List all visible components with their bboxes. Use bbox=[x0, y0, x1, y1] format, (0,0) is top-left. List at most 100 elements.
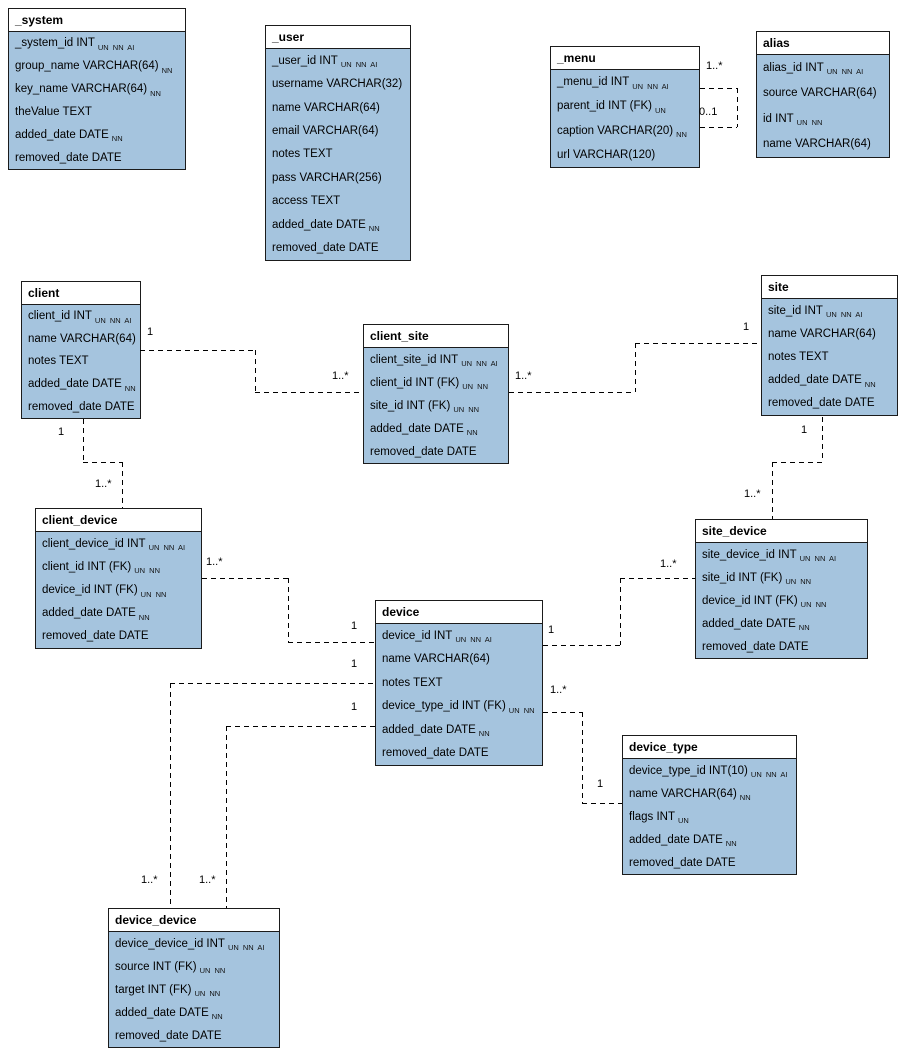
field-definition: client_site_id INT bbox=[370, 353, 459, 366]
relationship-line-device-device_device-a[interactable] bbox=[170, 683, 375, 684]
field-definition: device_type_id INT (FK) bbox=[382, 700, 506, 713]
relationship-line-device-device_type[interactable] bbox=[543, 712, 582, 713]
relationship-line-site-site_device[interactable] bbox=[772, 462, 822, 463]
field-definition: name VARCHAR(64) bbox=[28, 332, 136, 345]
field-flags: UN NN AI bbox=[750, 770, 788, 779]
field-definition: added_date DATE bbox=[28, 378, 122, 391]
cardinality-label: 1..* bbox=[706, 60, 723, 72]
cardinality-label: 1 bbox=[597, 778, 604, 790]
relationship-line-client-client_site[interactable] bbox=[255, 350, 256, 392]
field-definition: device_id INT (FK) bbox=[42, 584, 138, 596]
table-field: device_id INT (FK)UN NN bbox=[696, 589, 867, 612]
field-definition: name VARCHAR(64) bbox=[382, 653, 490, 666]
relationship-line-client-client_device[interactable] bbox=[83, 419, 84, 462]
field-flags: UN NN bbox=[796, 118, 823, 128]
field-flags: NN bbox=[124, 383, 136, 393]
field-flags: UN NN bbox=[785, 577, 812, 586]
relationship-line-client_device-device[interactable] bbox=[288, 642, 375, 643]
relationship-line-menu-self[interactable] bbox=[700, 127, 737, 128]
table-field: pass VARCHAR(256) bbox=[266, 166, 410, 189]
table-field: source VARCHAR(64) bbox=[757, 81, 889, 107]
field-definition: notes TEXT bbox=[382, 676, 443, 689]
field-definition: added_date DATE bbox=[702, 617, 796, 630]
relationship-line-client-client_site[interactable] bbox=[140, 350, 255, 351]
table-field: notes TEXT bbox=[266, 143, 410, 166]
field-flags: UN NN AI bbox=[94, 315, 132, 325]
relationship-line-device-site_device[interactable] bbox=[620, 578, 621, 645]
table-field: removed_date DATE bbox=[109, 1024, 279, 1047]
relationship-line-client_device-device[interactable] bbox=[288, 578, 289, 642]
table-field: removed_date DATE bbox=[22, 395, 140, 418]
relationship-line-client_device-device[interactable] bbox=[202, 578, 288, 579]
table-field: target INT (FK)UN NN bbox=[109, 978, 279, 1001]
relationship-line-site-site_device[interactable] bbox=[772, 462, 773, 519]
field-flags: NN bbox=[478, 729, 490, 739]
table-field: name VARCHAR(64) bbox=[22, 328, 140, 351]
relationship-line-client-client_site[interactable] bbox=[255, 392, 363, 393]
relationship-line-device-device_device-b[interactable] bbox=[226, 726, 375, 727]
cardinality-label: 1 bbox=[743, 321, 750, 333]
table-title: device_type bbox=[623, 736, 796, 759]
table-title: device bbox=[376, 601, 542, 624]
relationship-line-device-site_device[interactable] bbox=[620, 578, 695, 579]
field-definition: added_date DATE bbox=[382, 723, 476, 736]
cardinality-label: 1..* bbox=[515, 370, 532, 382]
relationship-line-device-device_device-a[interactable] bbox=[170, 683, 171, 908]
field-definition: _user_id INT bbox=[272, 54, 338, 67]
relationship-line-client-client_device[interactable] bbox=[83, 462, 122, 463]
relationship-line-device-device_type[interactable] bbox=[582, 803, 622, 804]
field-definition: notes TEXT bbox=[768, 351, 829, 363]
relationship-line-device-device_device-b[interactable] bbox=[226, 726, 227, 908]
field-flags: UN NN bbox=[462, 382, 489, 391]
relationship-line-menu-self[interactable] bbox=[737, 88, 738, 127]
relationship-line-client-client_device[interactable] bbox=[122, 462, 123, 508]
table-title: client_device bbox=[36, 509, 201, 532]
table-title: device_device bbox=[109, 909, 279, 932]
table-title: _system bbox=[9, 9, 185, 32]
table-field: parent_id INT (FK)UN bbox=[551, 94, 699, 118]
table-field: caption VARCHAR(20)NN bbox=[551, 119, 699, 143]
cardinality-label: 1..* bbox=[744, 488, 761, 500]
field-definition: site_id INT (FK) bbox=[370, 399, 451, 412]
table-field: notes TEXT bbox=[376, 671, 542, 695]
field-definition: added_date DATE bbox=[629, 833, 723, 846]
table-field: removed_date DATE bbox=[36, 625, 201, 648]
relationship-line-device-site_device[interactable] bbox=[543, 645, 620, 646]
field-flags: UN NN AI bbox=[227, 943, 265, 952]
relationship-line-client_site-site[interactable] bbox=[509, 392, 635, 393]
field-definition: _system_id INT bbox=[15, 37, 95, 50]
relationship-line-client_site-site[interactable] bbox=[635, 343, 636, 392]
relationship-line-client_site-site[interactable] bbox=[635, 343, 761, 344]
cardinality-label: 0..1 bbox=[699, 106, 718, 118]
field-flags: NN bbox=[138, 612, 150, 622]
field-definition: client_id INT (FK) bbox=[370, 376, 460, 389]
table-field: device_type_id INT (FK)UN NN bbox=[376, 695, 542, 719]
relationship-line-device-device_type[interactable] bbox=[582, 712, 583, 803]
field-flags: UN NN AI bbox=[799, 554, 837, 563]
cardinality-label: 1 bbox=[147, 326, 154, 338]
relationship-line-site-site_device[interactable] bbox=[822, 417, 823, 462]
relationship-line-menu-self[interactable] bbox=[700, 88, 737, 89]
table-field: removed_date DATE bbox=[696, 635, 867, 658]
cardinality-label: 1 bbox=[801, 424, 808, 436]
